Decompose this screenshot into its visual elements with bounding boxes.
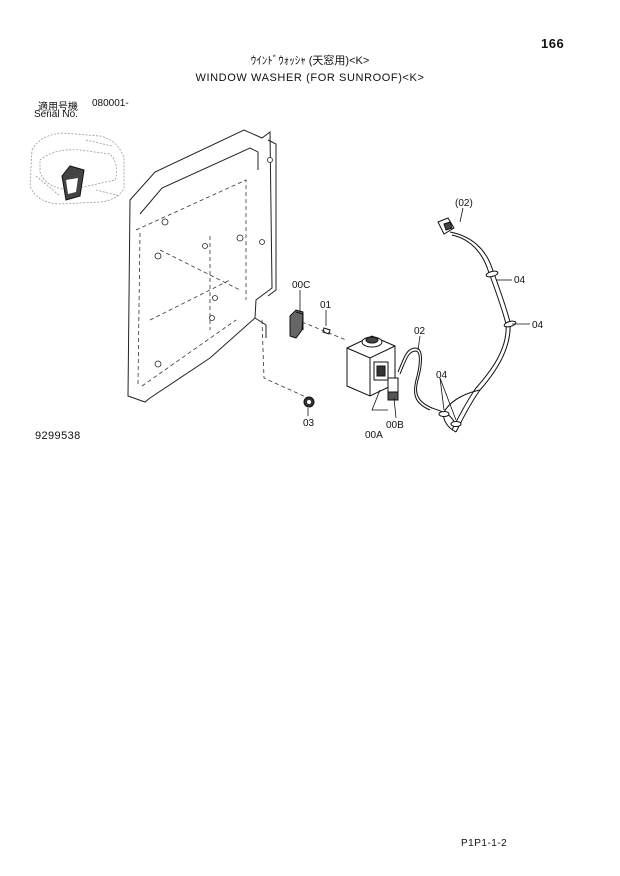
harness-clips (438, 270, 517, 427)
washer-tank (346, 335, 396, 397)
callout-bracket: 00C (292, 280, 310, 291)
figure-code: 9299538 (35, 430, 81, 442)
title-english: WINDOW WASHER (FOR SUNROOF)<K> (195, 72, 425, 84)
panel-dashed-edges (135, 179, 247, 387)
nut (303, 396, 315, 408)
callout-harness-paren: (02) (455, 198, 473, 209)
callout-screw: 01 (320, 300, 332, 311)
machine-locator-thumbnail (29, 132, 125, 205)
callout-clip-lower: 04 (436, 370, 448, 381)
callout-hose: 02 (414, 326, 426, 337)
serial-label-english: Serial No. (34, 109, 78, 120)
callout-motor: 00B (386, 420, 404, 431)
washer-motor (387, 377, 399, 401)
panel-bolt-holes (154, 157, 273, 368)
mounting-bracket (289, 309, 304, 339)
callout-tank: 00A (365, 430, 383, 441)
nut-leader-dashed (261, 319, 309, 399)
serial-label-japanese: 適用号機 (38, 102, 78, 113)
title-japanese: ｳｲﾝﾄﾞｳｫｯｼｬ (天窓用)<K> (250, 55, 370, 67)
harness-connector (437, 217, 455, 235)
callout-clip-upper: 04 (514, 275, 526, 286)
page-reference: P1P1-1-2 (461, 838, 508, 849)
cab-panel (127, 129, 277, 403)
page-number: 166 (541, 36, 565, 51)
callout-clip-middle: 04 (532, 320, 544, 331)
callout-leaders (299, 207, 530, 421)
serial-number-value: 080001- (92, 98, 129, 109)
wire-harness (443, 231, 511, 433)
callout-nut: 03 (303, 418, 315, 429)
